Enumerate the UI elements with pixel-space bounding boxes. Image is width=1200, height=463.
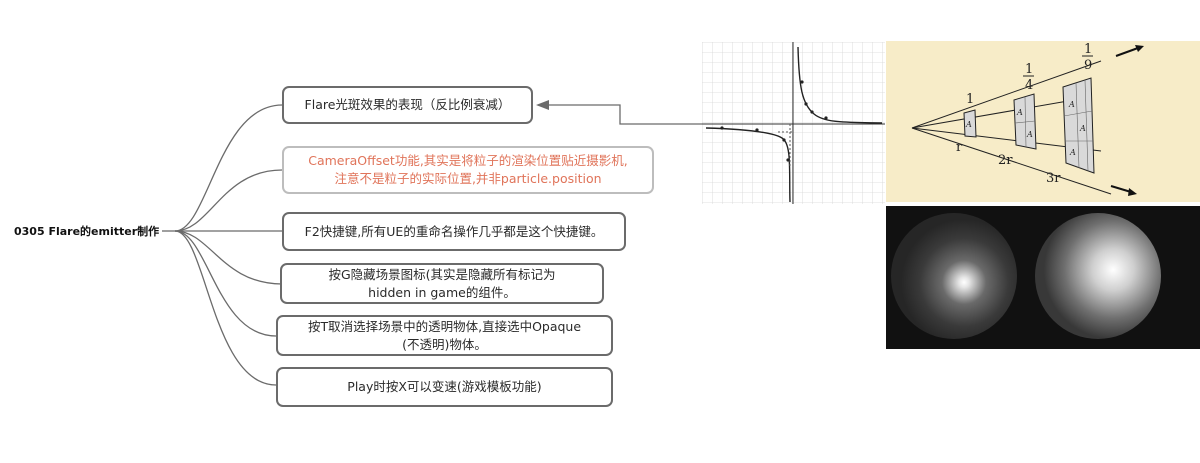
topic-f2-shortcut-text: F2快捷键,所有UE的重命名操作几乎都是这个快捷键。	[304, 223, 604, 239]
patch-label-3: A	[1026, 130, 1033, 139]
topic-t-select-opaque-line-2: (不透明)物体。	[402, 336, 487, 352]
patch-label-5: A	[1079, 124, 1086, 133]
fraction-3-den: 9	[1084, 58, 1092, 73]
inverse-graph	[702, 42, 885, 204]
topic-x-speed-text: Play时按X可以变速(游戏模板功能)	[347, 379, 542, 394]
flare-render-preview	[886, 206, 1200, 349]
distance-3r: 3r	[1046, 171, 1061, 186]
topic-camera-offset-line-1: CameraOffset功能,其实是将粒子的渲染位置贴近摄影机,	[308, 153, 628, 168]
patch-label-6: A	[1069, 148, 1076, 157]
topic-t-select-opaque: 按T取消选择场景中的透明物体,直接选中Opaque (不透明)物体。	[276, 315, 613, 356]
distance-2r: 2r	[998, 153, 1013, 168]
inverse-square-diagram: A A A A A A 1 1 4 1 9 r 2r 3r	[886, 41, 1200, 202]
root-topic: 0305 Flare的emitter制作	[14, 225, 160, 238]
topic-x-speed: Play时按X可以变速(游戏模板功能)	[276, 367, 613, 407]
soft-flare-sphere	[1035, 213, 1161, 339]
distance-r: r	[956, 140, 963, 155]
fraction-1-num: 1	[966, 92, 974, 107]
topic-g-hide-icons-line-2: hidden in game的组件。	[368, 284, 516, 300]
topic-camera-offset: CameraOffset功能,其实是将粒子的渲染位置贴近摄影机, 注意不是粒子的…	[282, 146, 654, 194]
topic-g-hide-icons-line-1: 按G隐藏场景图标(其实是隐藏所有标记为	[328, 266, 556, 282]
sharp-flare-sphere	[891, 213, 1017, 339]
topic-g-hide-icons: 按G隐藏场景图标(其实是隐藏所有标记为 hidden in game的组件。	[280, 263, 604, 304]
patch-label-1: A	[965, 120, 972, 129]
topic-camera-offset-line-2: 注意不是粒子的实际位置,并非particle.position	[334, 171, 602, 186]
fraction-2-num: 1	[1025, 62, 1033, 77]
fraction-2-den: 4	[1025, 78, 1033, 93]
topic-t-select-opaque-line-1: 按T取消选择场景中的透明物体,直接选中Opaque	[307, 318, 582, 334]
patch-label-2: A	[1016, 108, 1023, 117]
patch-label-4: A	[1068, 100, 1075, 109]
fraction-3-num: 1	[1084, 42, 1092, 57]
topic-flare-effect-text: Flare光斑效果的表现（反比例衰减）	[304, 97, 511, 112]
topic-flare-effect: Flare光斑效果的表现（反比例衰减）	[282, 86, 533, 124]
topic-f2-shortcut: F2快捷键,所有UE的重命名操作几乎都是这个快捷键。	[282, 212, 626, 251]
